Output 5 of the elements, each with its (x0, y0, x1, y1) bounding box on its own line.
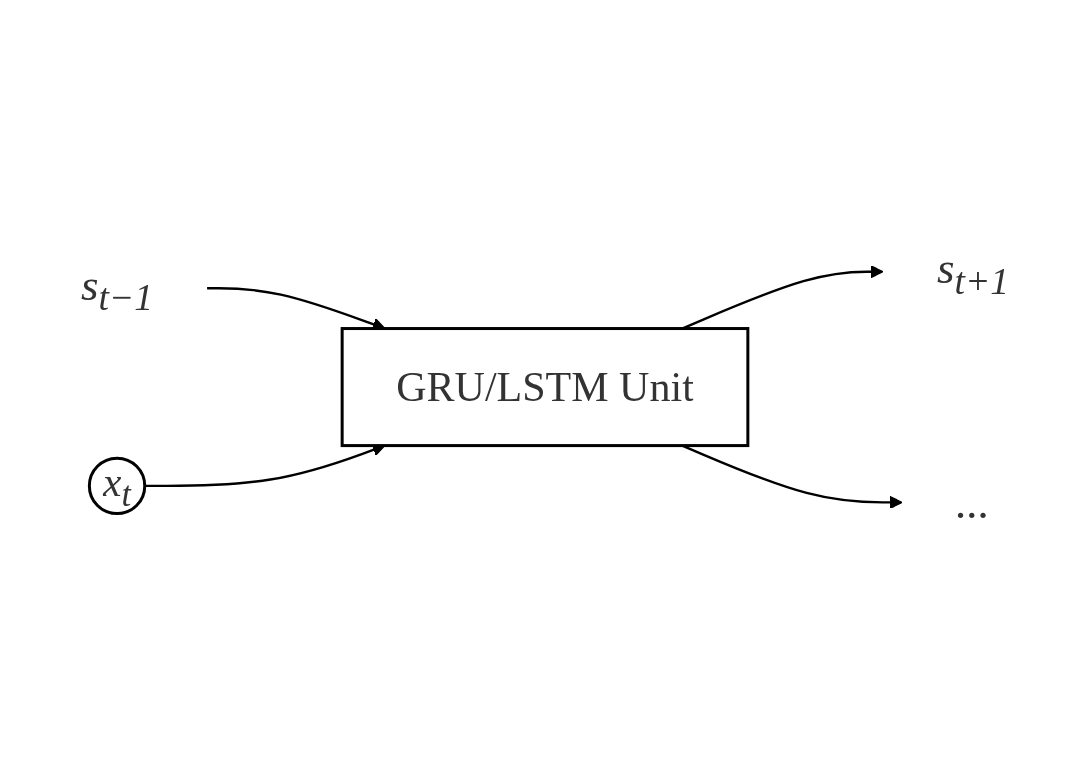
node-text: ... (955, 477, 990, 528)
node-box: GRU/LSTM Unit (340, 327, 749, 448)
node-text: s$_{t−1}$ (80, 259, 153, 318)
node-text: s$_{t+1}$ (936, 242, 1009, 302)
node-circle: x$_{t}$ (87, 456, 146, 516)
